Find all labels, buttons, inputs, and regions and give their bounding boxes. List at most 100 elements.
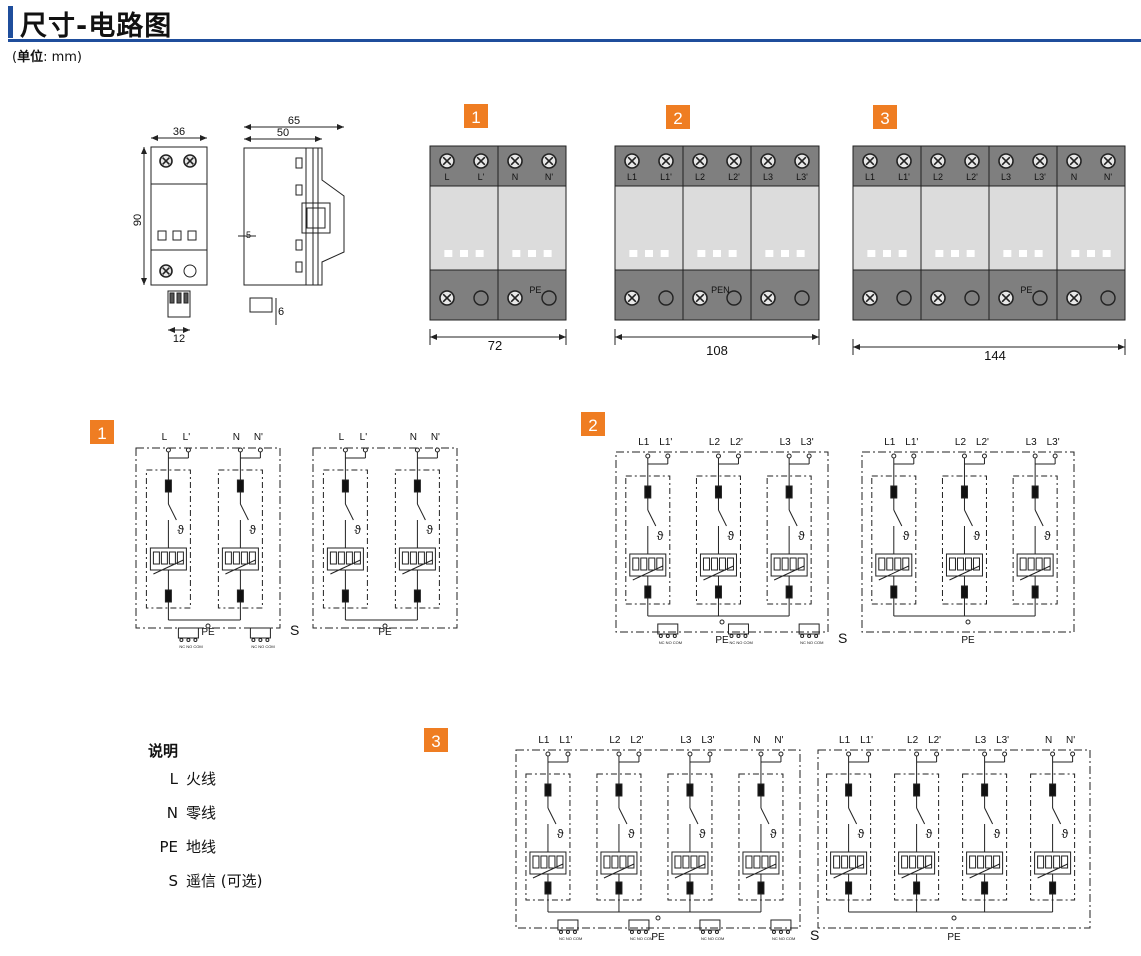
varistor-element (674, 855, 682, 869)
terminal-label: L3' (1034, 172, 1046, 182)
varistor-slash (225, 559, 256, 575)
dimension-label: 12 (173, 333, 185, 345)
terminal-label: L1 (538, 735, 550, 746)
fuse-icon (413, 589, 421, 603)
terminal-label: L (444, 172, 449, 182)
fuse-icon (714, 485, 722, 499)
screw-slash (627, 156, 637, 166)
pe-label: PE (947, 932, 961, 943)
contact-pin (558, 930, 563, 934)
fuse-icon (757, 881, 765, 895)
terminal-label: L3 (680, 735, 692, 746)
indicator-window (187, 230, 197, 241)
unit-note: (单位: mm) (12, 50, 83, 65)
screw-terminal-icon (964, 153, 980, 169)
varistor-element (985, 855, 993, 869)
legend-code: L (169, 770, 178, 788)
terminal-label: N (753, 735, 760, 746)
indicator-light (867, 250, 876, 257)
terminal-label: N (233, 432, 240, 443)
contact-box (177, 627, 199, 639)
open-terminal-icon (1032, 290, 1048, 306)
terminal-label: L3 (1001, 172, 1011, 182)
spd-unit: ϑ (1030, 756, 1076, 912)
contact-label: NC NO COM (659, 640, 682, 645)
module-body (852, 185, 922, 271)
circuit-frame (135, 447, 281, 629)
screw-slash (763, 156, 773, 166)
varistor-element (656, 557, 664, 571)
fuse-icon (845, 881, 853, 895)
screw-slash (933, 293, 943, 303)
thermal-symbol: ϑ (628, 827, 635, 841)
arrow-head (315, 136, 322, 142)
varistor-slash (773, 565, 805, 581)
spd-unit: ϑ (667, 756, 713, 912)
terminal-label: L' (183, 432, 191, 443)
screw-terminal-icon (624, 153, 640, 169)
varistor-slash (674, 863, 706, 879)
remote-signal-contact-icon: NC NO COM (557, 919, 582, 941)
switch-blade (916, 807, 926, 825)
terminal-label: L (339, 432, 345, 443)
terminal-label: L2' (928, 735, 941, 746)
terminal-label: L1' (860, 735, 873, 746)
screw-terminal-icon (760, 153, 776, 169)
module-top-band (1056, 145, 1126, 187)
indicator-light (475, 250, 484, 257)
terminal-label: L1' (559, 735, 572, 746)
varistor-element (224, 551, 232, 565)
screw-terminal-icon (507, 290, 523, 306)
terminal-node (165, 447, 171, 453)
terminal-node (707, 751, 713, 757)
terminal-label: L3' (1047, 437, 1060, 448)
pe-node (382, 623, 388, 629)
varistor-element (1035, 557, 1043, 571)
fuse-icon (785, 585, 793, 599)
fuse-icon (785, 485, 793, 499)
indicator-light (444, 250, 453, 257)
terminal-label: L2 (907, 735, 919, 746)
badge-number: 3 (431, 732, 440, 751)
contact-pin (729, 634, 734, 638)
screw-terminal-icon (998, 290, 1014, 306)
pe-label: PE (529, 285, 541, 295)
varistor-element (248, 551, 256, 565)
terminal-node (636, 751, 642, 757)
screw-terminal-icon (439, 153, 455, 169)
screw-slash (967, 156, 977, 166)
module-top-band (497, 145, 567, 187)
terminal-node (914, 751, 920, 757)
fuse-icon (236, 479, 244, 493)
title-accent-bar (8, 6, 13, 38)
terminal-label: L3 (763, 172, 773, 182)
contact-pin (643, 930, 648, 934)
thermal-symbol: ϑ (858, 827, 865, 841)
indicator-light (1087, 250, 1095, 257)
module-body (682, 185, 752, 271)
indicator-light (951, 250, 959, 257)
width-dimension (615, 334, 819, 340)
varistor-element (345, 551, 353, 565)
thermal-symbol: ϑ (727, 529, 734, 543)
indicator-window (172, 230, 182, 241)
spd-unit-frame (145, 469, 191, 609)
screw-slash (695, 156, 705, 166)
varistor-element (878, 557, 886, 571)
module-body (497, 185, 567, 271)
screw-slash (865, 293, 875, 303)
fuse-icon (1031, 485, 1039, 499)
switch-blade (964, 509, 973, 527)
fuse-icon (981, 881, 989, 895)
terminal-label: N (410, 432, 417, 443)
spd-unit: ϑ (525, 756, 571, 912)
contact-pin (700, 930, 705, 934)
terminal-label: L3' (796, 172, 808, 182)
indicator-light (796, 250, 805, 257)
contact-label: NC NO COM (559, 936, 582, 941)
spd-unit: ϑ (322, 452, 368, 620)
thermal-symbol: ϑ (1062, 827, 1069, 841)
contact-box (249, 627, 271, 639)
